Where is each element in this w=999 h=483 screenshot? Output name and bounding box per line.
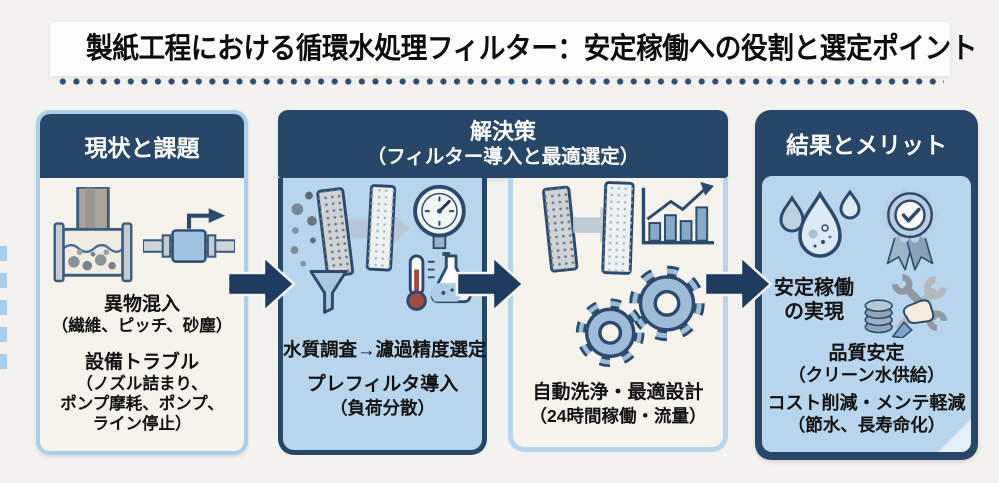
filter-plates-flow-icon: [542, 181, 714, 368]
panel-current-issues: 現状と課題: [36, 110, 248, 455]
coins-stack: [864, 299, 893, 334]
arrow-survey-to-autoclean: [455, 255, 525, 313]
panel-current-content: 異物混入 （繊維、ピッチ、砂塵） 設備トラブル （ノズル詰まり、 ポンプ摩耗、ポ…: [40, 178, 244, 434]
subpanel-water-survey: 水質調査→濾過精度選定 プレフィルタ導入 （負荷分散）: [278, 178, 487, 455]
quality-detail: （クリーン水供給）: [788, 365, 945, 385]
panel-results-header-label: 結果とメリット: [786, 132, 947, 158]
water-drops-icon: [779, 190, 861, 258]
subB-iconbox: [513, 178, 723, 376]
quality-title: 品質安定: [828, 343, 905, 364]
issue2-detail-line2: ポンプ摩耗、ポンプ、: [60, 395, 224, 413]
arrow-current-to-solution: [226, 255, 296, 313]
subA-iconbox: [283, 178, 482, 328]
stable-operation-line1: 安定稼働: [774, 277, 854, 299]
pressure-gauge-icon: [412, 184, 466, 250]
quality-badge-icon: [881, 186, 939, 271]
panel-current-iconrow: [40, 184, 244, 290]
subpanel-auto-clean: 自動洗浄・最適設計 （24時間稼働・流量）: [508, 178, 728, 452]
quality-block: 品質安定 （クリーン水供給）: [762, 342, 971, 386]
stable-operation-line2: の実現: [784, 301, 844, 323]
prefilter-title: プレフィルタ導入: [306, 374, 459, 395]
hand: [902, 299, 935, 325]
water-survey-step: 水質調査→濾過精度選定: [283, 339, 487, 360]
cost-detail: （節水、長寿命化）: [787, 415, 946, 435]
left-edge-dashes: [0, 246, 7, 378]
panel-results-content: 安定稼働 の実現: [762, 176, 971, 452]
panel-current-header: 現状と課題: [40, 114, 244, 178]
issue2-detail-line1: （ノズル詰まり、: [76, 375, 208, 393]
clean-filter-plate: [365, 184, 396, 272]
dirty-filter-plate: [315, 187, 354, 278]
auto-clean-detail: （24時間稼働・流量）: [529, 406, 707, 426]
stable-operation-block: 安定稼働 の実現: [762, 276, 866, 324]
rising-bar-chart-icon: [641, 181, 714, 245]
auto-clean-title: 自動洗浄・最適設計: [532, 382, 704, 403]
thermometer-icon: [405, 254, 435, 311]
gear-small: [575, 298, 645, 368]
title-box: 製紙工程における循環水処理フィルター：安定稼働への役割と選定ポイント: [50, 22, 977, 76]
page-curl-decoration: [937, 418, 971, 452]
solution-header-line2: （フィルター導入と最適選定）: [366, 146, 640, 168]
title-dotted-underline: [56, 77, 944, 86]
cost-title: コスト削減・メンテ軽減: [767, 393, 966, 413]
issue2-title: 設備トラブル: [84, 352, 199, 373]
panel-results-header: 結果とメリット: [755, 110, 978, 176]
arrow-solution-to-results: [703, 255, 773, 313]
coins-tools-icon: [864, 274, 948, 338]
panel-solution-header: 解決策 （フィルター導入と最適選定）: [278, 110, 728, 178]
page-title: 製紙工程における循環水処理フィルター：安定稼働への役割と選定ポイント: [86, 33, 977, 65]
particles-filter-plates-icon: [290, 184, 472, 314]
panel-current-header-label: 現状と課題: [84, 135, 200, 161]
issue1-title: 異物混入: [103, 294, 180, 315]
cost-block: コスト削減・メンテ軽減 （節水、長寿命化）: [762, 392, 971, 436]
gear-large: [629, 265, 705, 342]
funnel-icon: [309, 270, 347, 314]
valve-flow-icon: [143, 208, 235, 263]
clogged-pipe-icon: [53, 187, 133, 283]
issue2-detail-line3: ライン停止）: [92, 415, 192, 433]
solution-header-line1: 解決策: [469, 119, 536, 144]
panel-results: 結果とメリット 安定稼働 の実現: [755, 110, 978, 460]
prefilter-detail: （負荷分散）: [330, 398, 435, 418]
issue1-detail: （繊維、ピッチ、砂塵）: [51, 317, 233, 335]
gears-icon: [575, 265, 705, 368]
